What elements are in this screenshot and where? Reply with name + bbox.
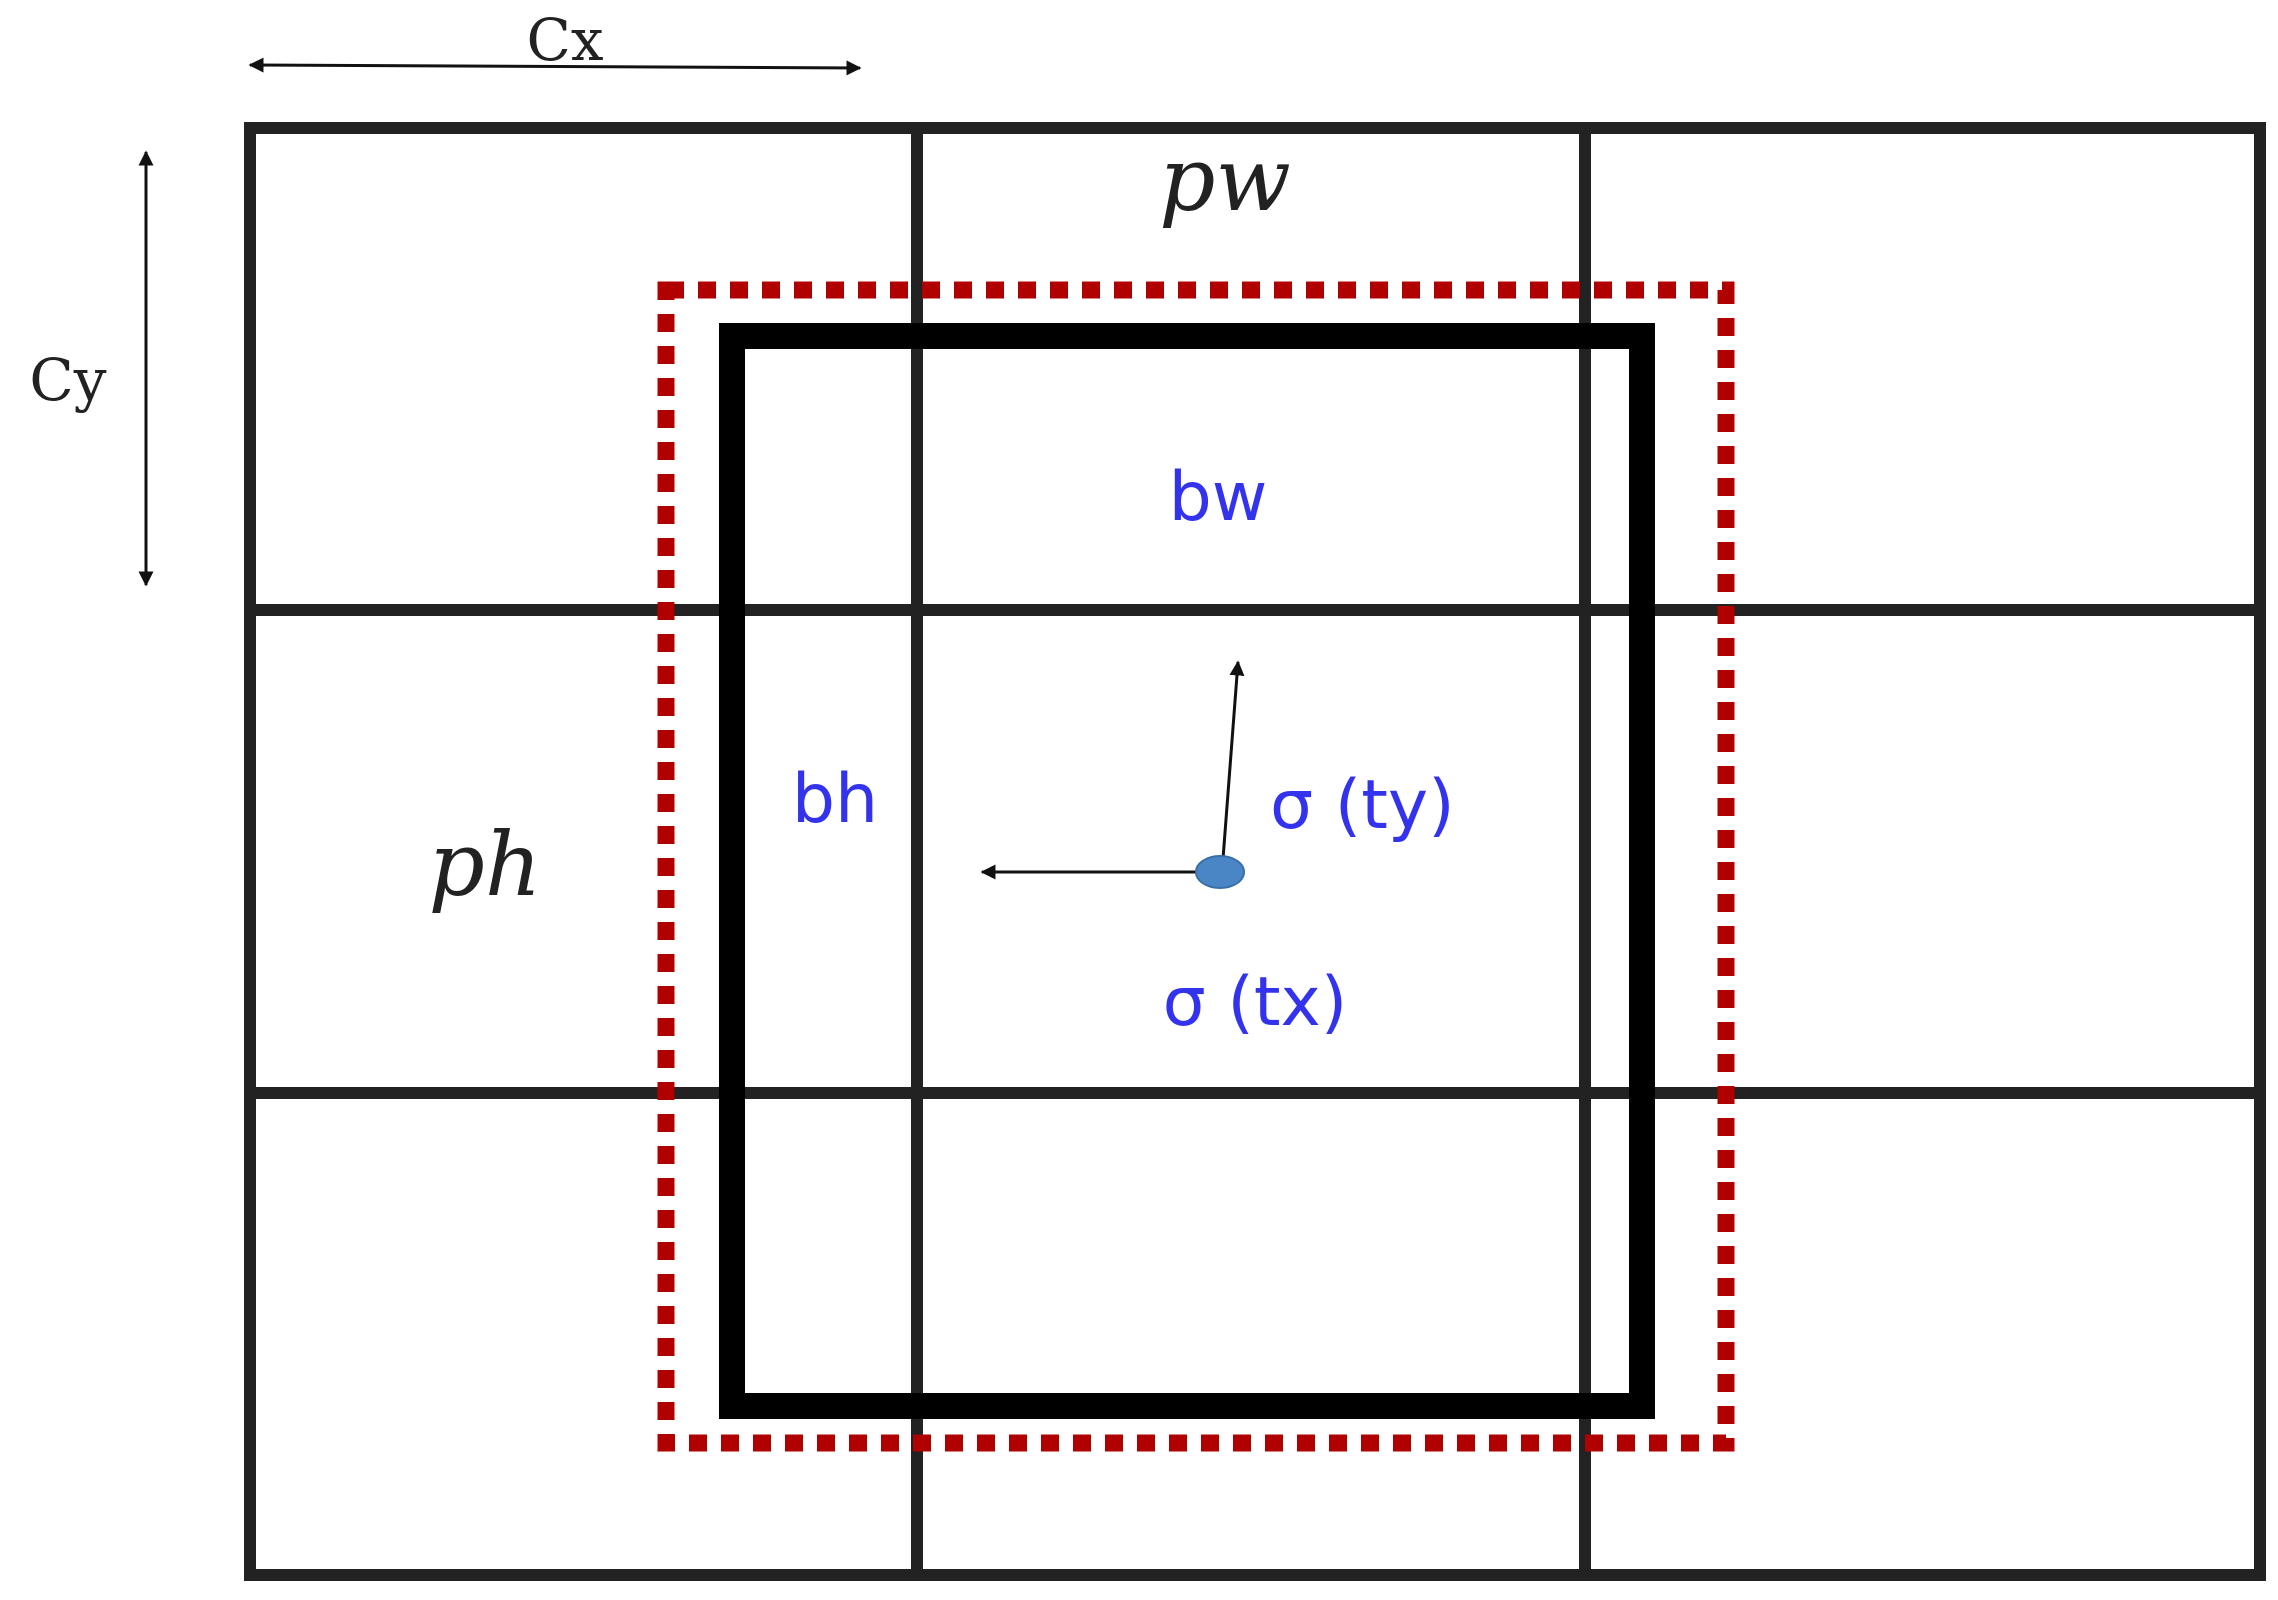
ph-label: ph [428, 813, 541, 916]
cx-label: Cx [526, 6, 603, 74]
grid [244, 122, 2266, 1581]
bh-label: bh [792, 760, 878, 839]
prior-box [657, 281, 1735, 1452]
center-point [1195, 855, 1245, 889]
pw-label: pw [1159, 128, 1291, 231]
bw-label: bw [1169, 458, 1268, 537]
cx-dimension-arrow [248, 57, 862, 76]
ty-offset-arrow [1220, 660, 1245, 873]
predicted-box [719, 323, 1655, 1419]
sigma-ty-label: σ (ty) [1270, 766, 1455, 845]
grid-border [244, 122, 2266, 1581]
sigma-tx-label: σ (tx) [1163, 963, 1348, 1042]
cy-label: Cy [29, 346, 106, 414]
